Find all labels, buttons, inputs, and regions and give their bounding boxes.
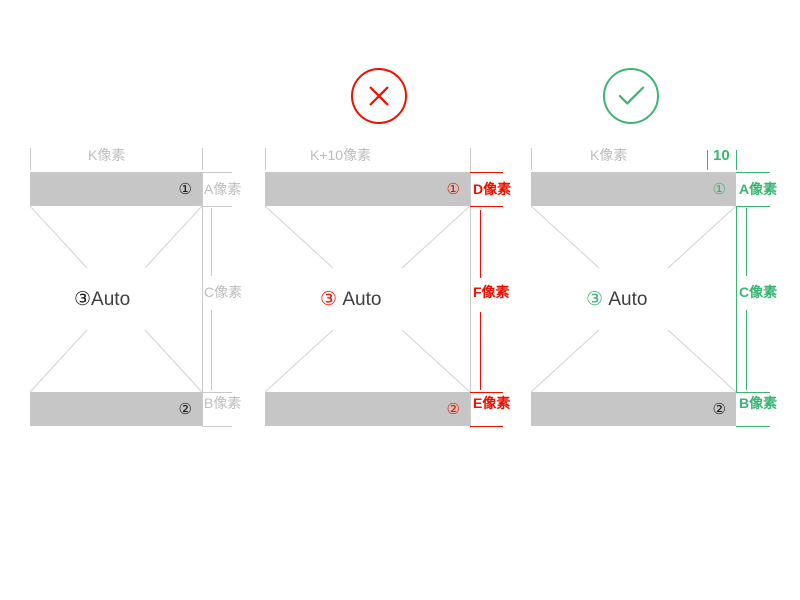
tick-b-top xyxy=(736,392,770,393)
frame-top-bar: ① xyxy=(30,172,202,206)
middle-marker: ③ xyxy=(74,289,92,310)
rule-f-lower xyxy=(480,312,481,390)
extra-width-label: 10 xyxy=(713,147,730,164)
rule-c-lower xyxy=(211,310,212,390)
dim-label-c: C像素 xyxy=(204,284,243,300)
tick-d-bottom xyxy=(470,206,503,207)
dim-label-d: D像素 xyxy=(473,181,512,197)
dim-label-b: B像素 xyxy=(204,395,242,411)
tick-b-top xyxy=(202,392,232,393)
tick-d-top xyxy=(470,172,503,173)
dim-label-e: E像素 xyxy=(473,395,511,411)
frame-content: ③Auto xyxy=(30,206,202,392)
bottom-marker: ② xyxy=(178,401,192,418)
panel-error: K+10像素 ① ③ Auto ② xyxy=(265,0,530,600)
dim-label-a: A像素 xyxy=(204,181,242,197)
frame-bottom-bar: ② xyxy=(265,392,470,426)
tick-a-top xyxy=(736,172,770,173)
extra-tick-right xyxy=(736,150,737,170)
middle-marker: ③ xyxy=(320,289,338,310)
extra-tick-left xyxy=(707,150,708,170)
rule-c-lower xyxy=(746,310,747,390)
width-tick-left xyxy=(531,148,532,170)
width-label: K像素 xyxy=(590,147,628,163)
panel-reference: K像素 ① ③Auto ② xyxy=(0,0,265,600)
width-tick-left xyxy=(265,148,266,170)
tick-a-top xyxy=(202,172,232,173)
rule-c-upper xyxy=(746,208,747,276)
content-cross-lines xyxy=(30,206,202,392)
tick-e-bottom xyxy=(470,426,503,427)
tick-b-bottom xyxy=(736,426,770,427)
bottom-marker: ② xyxy=(712,401,726,418)
middle-label: Auto xyxy=(342,289,382,310)
tick-a-bottom xyxy=(202,206,232,207)
middle-marker: ③ xyxy=(586,289,604,310)
width-label: K+10像素 xyxy=(310,147,372,163)
right-extension-line xyxy=(736,206,737,392)
mock-frame: ① ③ Auto ② xyxy=(531,172,736,426)
content-cross-lines xyxy=(265,206,470,392)
top-marker: ① xyxy=(712,181,726,198)
frame-bottom-bar: ② xyxy=(30,392,202,426)
tick-b-bottom xyxy=(202,426,232,427)
width-tick-right xyxy=(202,148,203,170)
tick-e-top xyxy=(470,392,503,393)
content-cross-lines xyxy=(531,206,736,392)
frame-content: ③ Auto xyxy=(531,206,736,392)
dim-label-a: A像素 xyxy=(739,181,778,197)
panel-ok: K像素 10 ① ③ Auto ② xyxy=(530,0,800,600)
rule-f-upper xyxy=(480,210,481,278)
dim-label-f: F像素 xyxy=(473,284,510,300)
mock-frame: ① ③ Auto ② xyxy=(265,172,470,426)
cross-icon xyxy=(369,86,389,106)
width-tick-left xyxy=(30,148,31,170)
status-badge-error xyxy=(351,68,407,124)
top-marker: ① xyxy=(446,181,460,198)
middle-label: Auto xyxy=(608,289,648,310)
frame-top-bar: ① xyxy=(265,172,470,206)
auto-label: ③ Auto xyxy=(320,290,381,309)
frame-content: ③ Auto xyxy=(265,206,470,392)
frame-bottom-bar: ② xyxy=(531,392,736,426)
status-badge-ok xyxy=(603,68,659,124)
middle-label: Auto xyxy=(91,289,131,310)
right-extension-line xyxy=(202,172,203,426)
dim-label-b: B像素 xyxy=(739,395,778,411)
auto-label: ③Auto xyxy=(74,290,130,309)
frame-top-bar: ① xyxy=(531,172,736,206)
mock-frame: ① ③Auto ② xyxy=(30,172,202,426)
rule-c-upper xyxy=(211,208,212,276)
right-extension-line xyxy=(470,148,471,428)
top-marker: ① xyxy=(178,181,192,198)
bottom-marker: ② xyxy=(446,401,460,418)
tick-a-bottom xyxy=(736,206,770,207)
check-icon xyxy=(618,86,645,105)
width-label: K像素 xyxy=(88,147,126,163)
auto-label: ③ Auto xyxy=(586,290,647,309)
dim-label-c: C像素 xyxy=(739,284,778,300)
